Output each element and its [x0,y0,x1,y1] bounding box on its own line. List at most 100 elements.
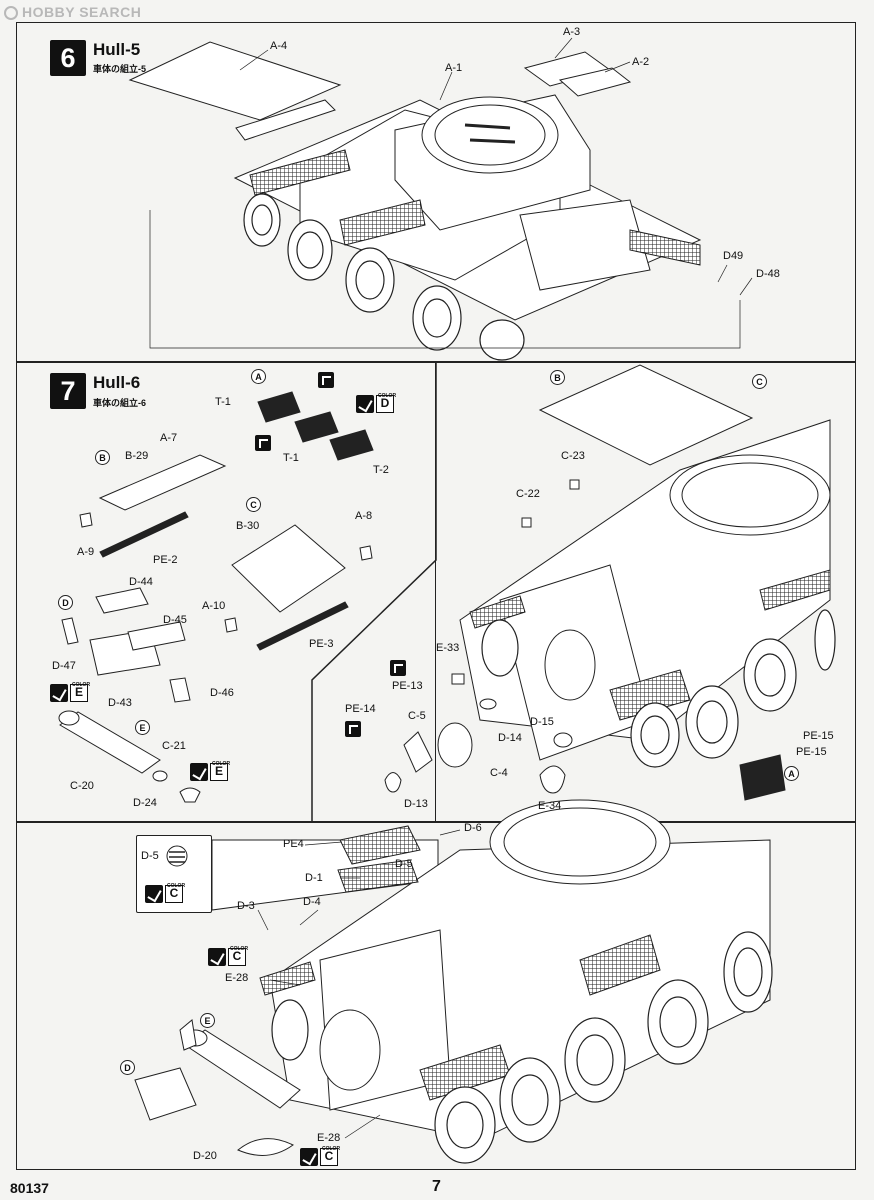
label-d4: D-4 [303,896,321,908]
step-8-road-wheels [271,931,773,1164]
label-d49: D49 [723,250,744,262]
label-t2: T-2 [373,464,389,476]
step-6-leader-lines [149,37,753,349]
paintbrush-icon [145,885,163,903]
paintbrush-icon [208,948,226,966]
label-e33: E-33 [436,642,460,654]
paintbrush-icon [300,1148,318,1166]
label-d43: D-43 [108,697,132,709]
hobbysearch-logo-icon [4,6,18,21]
callout-e-step8: E [200,1013,215,1028]
label-pe13: PE-13 [392,680,423,692]
paintbrush-icon [190,763,208,781]
part-b30-drawing [224,524,373,651]
label-c4: C-4 [490,767,508,779]
photo-etch-icon [390,660,406,676]
callout-a: A [251,369,266,384]
step-6-subtitle: 車体の組立-5 [93,64,147,74]
label-pe3: PE-3 [309,638,334,650]
product-code: 80137 [10,1180,49,1196]
step-8-panel [16,822,856,1170]
label-d46: D-46 [210,687,234,699]
step-6-panel [16,22,856,362]
label-c22: C-22 [516,488,540,500]
part-b29-drawing [79,454,227,558]
panel-divider [311,362,437,822]
label-d44: D-44 [129,576,153,588]
step-6-number: 6 [50,40,86,76]
callout-c: C [246,497,261,512]
step-7-number: 7 [50,373,86,409]
label-d5: D-5 [395,858,413,870]
label-d3: D-3 [237,900,255,912]
label-a10: A-10 [202,600,226,612]
label-b30: B-30 [236,520,260,532]
exhaust-pipe-drawing [58,710,201,803]
label-d15: D-15 [530,716,554,728]
callout-b: B [95,450,110,465]
step-7-subtitle: 車体の組立-6 [93,398,147,408]
label-a4: A-4 [270,40,288,52]
page-number: 7 [432,1178,441,1195]
label-t1-bottom: T-1 [283,452,299,464]
label-d24: D-24 [133,797,157,809]
part-d43-assembly-drawing [61,587,191,703]
rear-small-parts-drawing [384,479,786,801]
step-6-road-wheels [243,193,525,361]
track-links-drawing [257,391,374,461]
label-c23: C-23 [561,450,585,462]
paintbrush-icon [356,395,374,413]
step-8-hull-drawing [259,799,771,1141]
step-6-hull-drawing [128,41,702,321]
callout-b-right: B [550,370,565,385]
label-pe14: PE-14 [345,703,376,715]
step-7-left-panel [16,362,436,822]
label-a8: A-8 [355,510,373,522]
label-d13: D-13 [404,798,428,810]
label-d14: D-14 [498,732,522,744]
label-a7: A-7 [160,432,178,444]
label-d47: D-47 [52,660,76,672]
label-d48: D-48 [756,268,780,280]
label-e28-top: E-28 [225,972,249,984]
label-a2: A-2 [632,56,650,68]
label-pe2: PE-2 [153,554,178,566]
flip-part-icon [255,435,271,451]
watermark: HOBBY SEARCH [4,4,141,21]
step-7-hull-drawing [459,364,831,761]
step-6-title: Hull-5 [93,40,141,59]
step-8-exhaust-drawing [134,1019,301,1156]
callout-d-step8: D [120,1060,135,1075]
callout-d: D [58,595,73,610]
label-d45: D-45 [163,614,187,626]
label-d1: D-1 [305,872,323,884]
photo-etch-icon [345,721,361,737]
step-8-leader-lines [257,829,461,1139]
step-7-title: Hull-6 [93,373,141,392]
label-pe15-top: PE-15 [803,730,834,742]
label-e34: E-34 [538,800,562,812]
label-c20: C-20 [70,780,94,792]
paintbrush-icon [50,684,68,702]
label-d20: D-20 [193,1150,217,1162]
label-c5: C-5 [408,710,426,722]
callout-a-right: A [784,766,799,781]
label-a9: A-9 [77,546,95,558]
label-pe4: PE4 [283,838,304,850]
callout-c-right: C [752,374,767,389]
flip-part-icon [318,372,334,388]
step-7-road-wheels [481,609,836,768]
label-b29: B-29 [125,450,149,462]
